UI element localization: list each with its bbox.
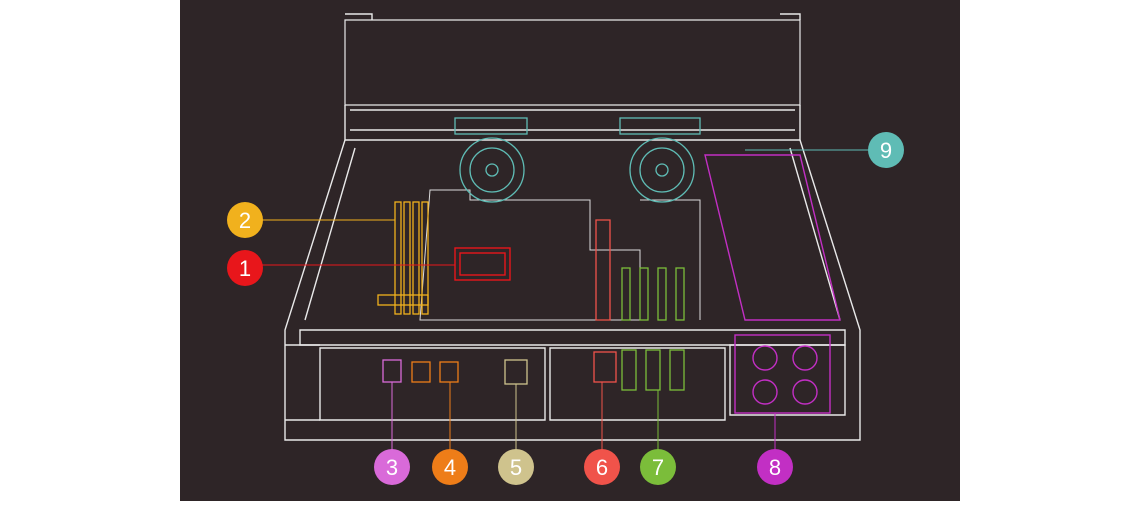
callout-2-label: 2 <box>239 208 251 233</box>
diagram-background <box>180 0 960 501</box>
callout-7-label: 7 <box>652 455 664 480</box>
callout-7: 7 <box>640 449 676 485</box>
callout-4-label: 4 <box>444 455 456 480</box>
callout-8-circle <box>757 449 793 485</box>
callout-5-label: 5 <box>510 455 522 480</box>
callout-6-circle <box>584 449 620 485</box>
callout-3: 3 <box>374 449 410 485</box>
callout-1-circle <box>227 250 263 286</box>
callout-5-circle <box>498 449 534 485</box>
callout-7-circle <box>640 449 676 485</box>
callout-9-circle <box>868 132 904 168</box>
callout-2: 2 <box>227 202 263 238</box>
chassis-outline <box>284 13 861 441</box>
callout-1-label: 1 <box>239 256 251 281</box>
callout-9-label: 9 <box>880 138 892 163</box>
callout-8-label: 8 <box>769 455 781 480</box>
cpu <box>454 247 511 281</box>
memory-modules <box>377 201 429 315</box>
callout-4: 4 <box>432 449 468 485</box>
leader-lines <box>262 149 870 450</box>
callout-3-label: 3 <box>386 455 398 480</box>
callout-1: 1 <box>227 250 263 286</box>
callout-8: 8 <box>757 449 793 485</box>
callout-3-circle <box>374 449 410 485</box>
riser-card <box>593 219 617 383</box>
pcie-slots <box>621 267 685 391</box>
power-supply <box>704 154 841 414</box>
callout-5: 5 <box>498 449 534 485</box>
callout-6-label: 6 <box>596 455 608 480</box>
callout-6: 6 <box>584 449 620 485</box>
callout-2-circle <box>227 202 263 238</box>
fans <box>454 117 701 203</box>
callout-4-circle <box>432 449 468 485</box>
callout-9: 9 <box>868 132 904 168</box>
